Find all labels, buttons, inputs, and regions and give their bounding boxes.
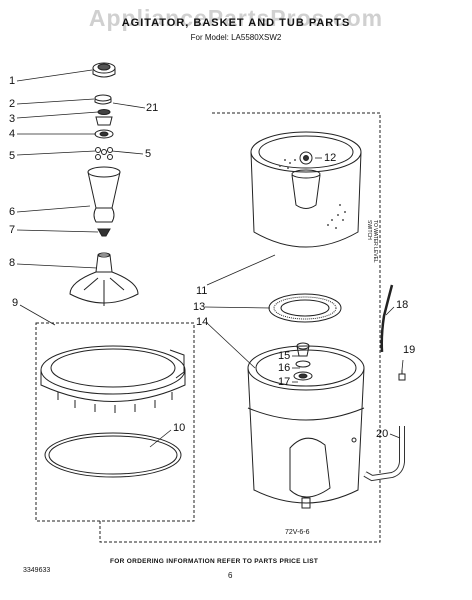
callout-1: 1 <box>9 75 16 87</box>
side-note: TO WATER LEVEL SWITCH <box>366 220 378 263</box>
callout-20: 20 <box>376 428 389 440</box>
wash-basket <box>250 131 362 248</box>
callout-9: 9 <box>12 297 19 309</box>
callout-leaders <box>16 69 404 448</box>
agitator-barrel <box>87 166 121 223</box>
basket-perforations <box>279 159 346 229</box>
callout-15: 15 <box>278 350 291 362</box>
model-line: For Model: LA5580XSW2 <box>190 33 282 42</box>
callout-17: 17 <box>278 376 291 388</box>
page-number: 6 <box>228 571 233 580</box>
revision-code: 72V-6-6 <box>285 529 310 536</box>
tub-ring <box>40 345 186 413</box>
agitator-cap <box>92 62 116 78</box>
drain-hose-inner <box>364 426 404 481</box>
agitator-base <box>69 252 139 306</box>
callout-4: 4 <box>9 128 16 140</box>
callout-6: 6 <box>9 206 16 218</box>
callout-21: 21 <box>146 102 159 114</box>
outer-tub <box>247 345 365 509</box>
pressure-hose <box>380 284 394 353</box>
callout-10: 10 <box>173 422 186 434</box>
agitator-cam <box>97 228 111 237</box>
page-title: AGITATOR, BASKET AND TUB PARTS <box>121 17 351 29</box>
agitator-dogs-and-rings <box>94 94 114 160</box>
assembly-outline <box>99 112 381 543</box>
basket-hub <box>299 151 313 165</box>
callout-14: 14 <box>196 316 209 328</box>
hose-clip <box>398 370 406 381</box>
tub-center-post-parts <box>293 342 313 381</box>
callout-16: 16 <box>278 362 291 374</box>
document-number: 3349633 <box>23 567 51 574</box>
callout-5-left: 5 <box>9 150 16 162</box>
ordering-note: FOR ORDERING INFORMATION REFER TO PARTS … <box>110 558 319 565</box>
tub-ring-gasket <box>44 432 182 478</box>
callout-2: 2 <box>9 98 16 110</box>
callout-19: 19 <box>403 344 416 356</box>
basket-drive-ring <box>268 293 342 323</box>
callout-8: 8 <box>9 257 16 269</box>
callout-18: 18 <box>396 299 409 311</box>
callout-11: 11 <box>196 285 208 297</box>
tub-ring-frame <box>35 322 195 522</box>
callout-5-right: 5 <box>145 148 152 160</box>
callout-7: 7 <box>9 224 16 236</box>
callout-3: 3 <box>9 113 16 125</box>
callout-12: 12 <box>324 152 337 164</box>
callout-13: 13 <box>193 301 206 313</box>
watermark: AppliancePartsPros.com <box>88 5 384 31</box>
